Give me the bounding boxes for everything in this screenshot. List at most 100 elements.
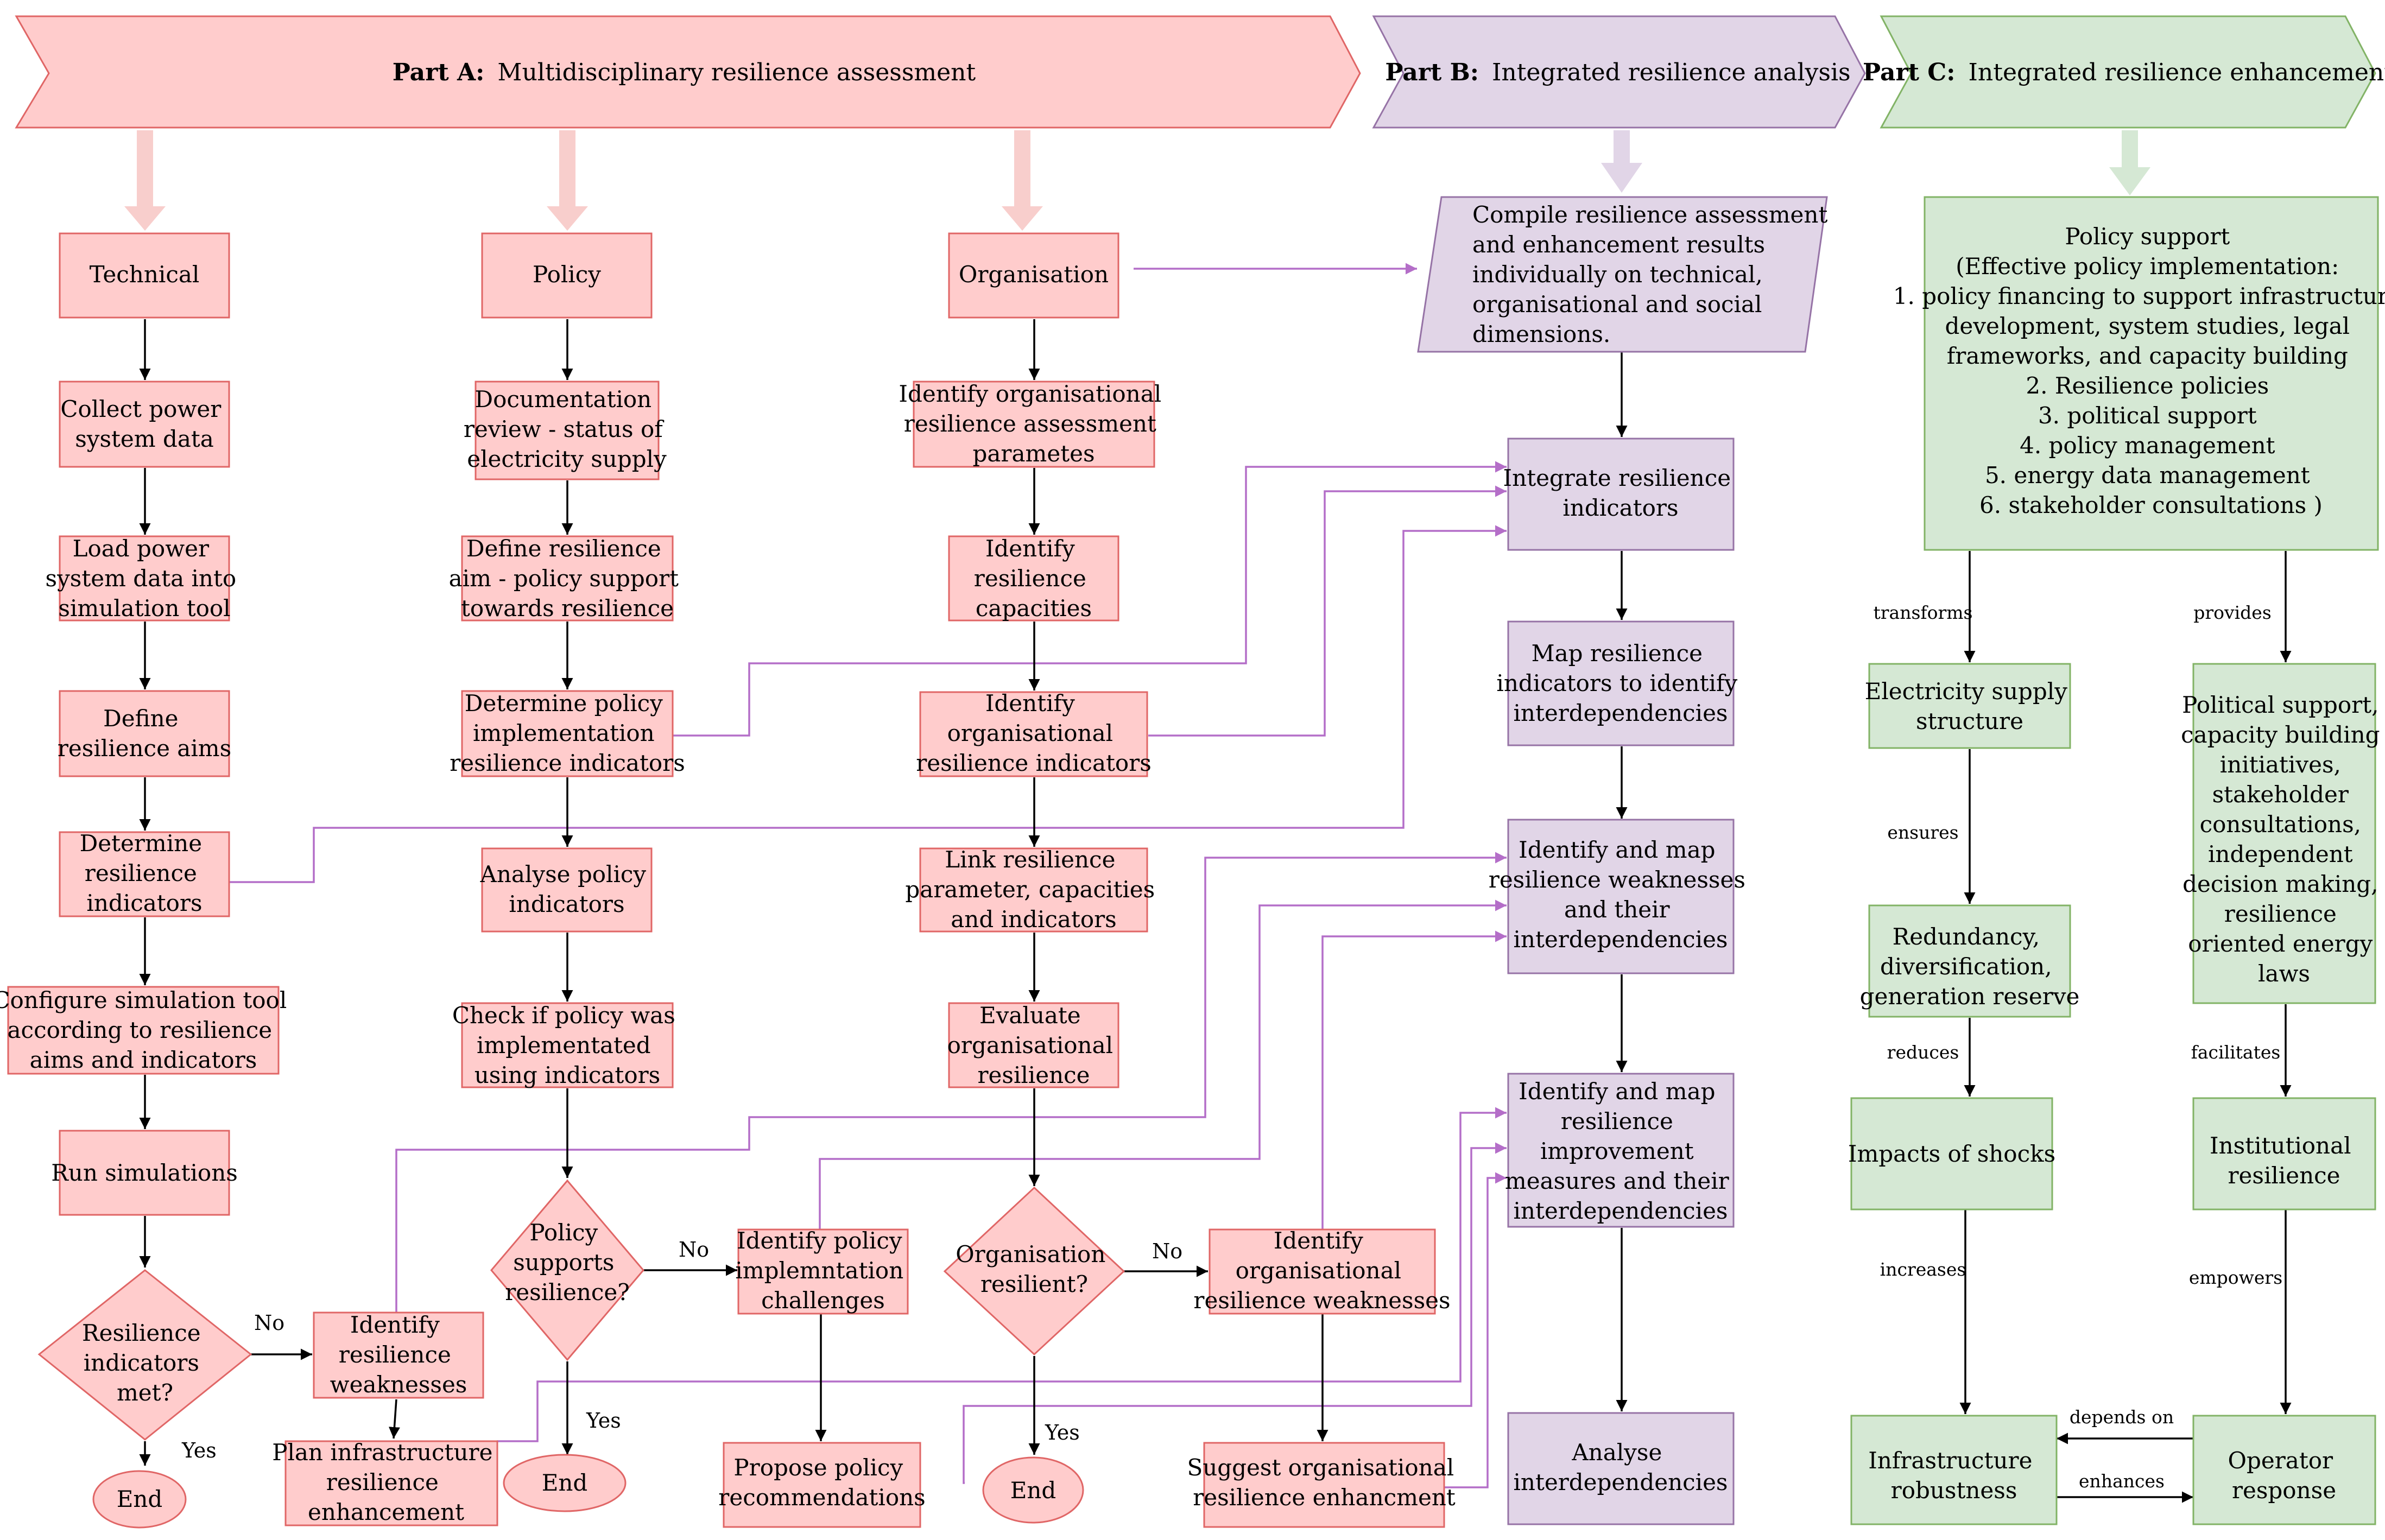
svg-text:Integrate resilience ind: Integrate resilience indicators bbox=[1503, 465, 1738, 521]
svg-text:Identify resilience: Identify resilience weaknesses bbox=[330, 1311, 467, 1398]
redundancy-node: Redundancy, diversification, generation … bbox=[1860, 904, 2080, 1018]
technical-flow-arrows bbox=[139, 319, 400, 1466]
electricity-supply-node: Electricity supply structure bbox=[1865, 663, 2075, 749]
svg-text:End: End bbox=[117, 1486, 163, 1512]
svg-text:Suggest organisational r: Suggest organisational resilience enhanc… bbox=[1187, 1454, 1461, 1511]
documentation-review-node: Documentation review - status of electri… bbox=[464, 381, 670, 480]
svg-text:Run simulations: Run simulations bbox=[51, 1159, 238, 1186]
svg-text:Determine policy impleme: Determine policy implementation resilien… bbox=[450, 690, 685, 776]
part-c-edge-labels: transforms provides ensures reduces faci… bbox=[1874, 602, 2283, 1492]
map-weaknesses-node: Identify and map resilience weaknesses a… bbox=[1489, 819, 1753, 974]
part-c-label: Part C: bbox=[1863, 59, 1956, 86]
policy-end: End bbox=[503, 1454, 627, 1512]
run-simulations-node: Run simulations bbox=[51, 1130, 238, 1216]
svg-text:Load power system data i: Load power system data into simulation t… bbox=[46, 535, 244, 622]
svg-text:Infrastructure robustnes: Infrastructure robustness bbox=[1868, 1447, 2040, 1504]
svg-text:Configure simulation tool: Configure simulation tool according to r… bbox=[0, 987, 294, 1073]
svg-text:Analyse policy indicator: Analyse policy indicators bbox=[480, 861, 654, 917]
analyse-policy-node: Analyse policy indicators bbox=[480, 847, 654, 933]
determine-indicators-node: Determine resilience indicators bbox=[59, 830, 230, 917]
check-policy-node: Check if policy was implementated using … bbox=[452, 1002, 682, 1088]
header-arrow-organisation bbox=[1002, 130, 1043, 231]
svg-text:Organisation: Organisation bbox=[959, 261, 1109, 288]
indicators-met-decision: Resilience indicators met? bbox=[37, 1269, 252, 1441]
svg-text:Analyse interdependencie: Analyse interdependencies bbox=[1514, 1439, 1728, 1495]
edge-label-provides: provides bbox=[2193, 602, 2272, 623]
purple-connectors bbox=[228, 263, 1507, 1488]
svg-text:Identify organisational: Identify organisational resilience indic… bbox=[916, 690, 1152, 776]
political-support-node: Political support, capacity building ini… bbox=[2181, 663, 2385, 1004]
impacts-of-shocks-node: Impacts of shocks bbox=[1848, 1097, 2055, 1211]
part-b-label: Part B: bbox=[1385, 59, 1479, 86]
svg-text:Technical: Technical bbox=[90, 261, 200, 288]
svg-text:Evaluate organisational: Evaluate organisational resilience bbox=[947, 1002, 1121, 1088]
edge-label-facilitates: facilitates bbox=[2191, 1042, 2281, 1063]
part-c-flow-arrows bbox=[1959, 551, 2292, 1503]
operator-response-node: Operator response bbox=[2192, 1415, 2376, 1525]
svg-text:Documentation review - s: Documentation review - status of electri… bbox=[464, 386, 670, 472]
svg-text:Part B: Integrated resil: Part B: Integrated resilience analysis bbox=[1385, 59, 1850, 86]
svg-text:Map resilience indicator: Map resilience indicators to identify in… bbox=[1496, 640, 1744, 726]
svg-text:Electricity supply struc: Electricity supply structure bbox=[1865, 678, 2075, 734]
svg-text:Propose policy recommend: Propose policy recommendations bbox=[718, 1454, 925, 1511]
svg-text:Plan infrastructure resi: Plan infrastructure resilience enhanceme… bbox=[272, 1439, 500, 1525]
svg-text:Operator response: Operator response bbox=[2228, 1447, 2340, 1504]
svg-text:Define resilience aim -: Define resilience aim - policy support t… bbox=[449, 535, 686, 622]
svg-text:Policy: Policy bbox=[533, 261, 601, 288]
part-a-label: Part A: bbox=[393, 59, 485, 86]
part-c-title: Integrated resilience enhancement bbox=[1969, 59, 2385, 86]
svg-text:Identify and map resilie: Identify and map resilience weaknesses a… bbox=[1489, 836, 1753, 953]
edge-label-empowers: empowers bbox=[2189, 1267, 2282, 1288]
svg-text:Part A: Multidisciplinar: Part A: Multidisciplinary resilience ass… bbox=[393, 59, 976, 86]
svg-text:Policy support (Effectiv: Policy support (Effective policy impleme… bbox=[1893, 223, 2385, 518]
org-evaluate-node: Evaluate organisational resilience bbox=[947, 1002, 1121, 1088]
svg-text:End: End bbox=[1010, 1477, 1057, 1504]
org-resilient-decision: Organisation resilient? bbox=[943, 1186, 1125, 1356]
org-weaknesses-node: Identify organisational resilience weakn… bbox=[1193, 1227, 1451, 1315]
edge-label-enhances: enhances bbox=[2079, 1471, 2165, 1492]
edge-label-reduces: reduces bbox=[1887, 1042, 1959, 1063]
institutional-resilience-node: Institutional resilience bbox=[2192, 1097, 2376, 1211]
org-yes-label: Yes bbox=[1045, 1421, 1080, 1444]
technical-yes-label: Yes bbox=[181, 1438, 217, 1462]
technical-title: Technical bbox=[90, 261, 200, 288]
edge-label-transforms: transforms bbox=[1874, 602, 1973, 623]
suggest-enhancement-node: Suggest organisational resilience enhanc… bbox=[1187, 1442, 1461, 1528]
org-no-label: No bbox=[1152, 1239, 1182, 1263]
svg-text:Identify resilience: Identify resilience capacities bbox=[974, 535, 1093, 622]
svg-text:Political support, capac: Political support, capacity building ini… bbox=[2181, 692, 2385, 987]
svg-text:Redundancy, diversificat: Redundancy, diversification, generation … bbox=[1860, 923, 2080, 1010]
svg-text:Link resilience paramete: Link resilience parameter, capacities an… bbox=[905, 846, 1162, 933]
policy-node: Policy bbox=[481, 232, 653, 319]
edge-label-ensures: ensures bbox=[1887, 822, 1958, 843]
define-policy-aim-node: Define resilience aim - policy support t… bbox=[449, 535, 686, 622]
analyse-interdependencies-node: Analyse interdependencies bbox=[1507, 1412, 1735, 1525]
svg-text:Define resilience aims: Define resilience aims bbox=[58, 705, 231, 762]
svg-text:End: End bbox=[542, 1469, 588, 1496]
policy-flow-arrows bbox=[561, 319, 827, 1455]
svg-text:Identify organisational: Identify organisational resilience asses… bbox=[899, 381, 1168, 467]
infrastructure-robustness-node: Infrastructure robustness bbox=[1850, 1415, 2058, 1525]
policy-title: Policy bbox=[533, 261, 601, 288]
organisation-flow-arrows bbox=[1028, 319, 1328, 1455]
part-b-title: Integrated resilience analysis bbox=[1492, 59, 1851, 86]
svg-text:Collect power system dat: Collect power system data bbox=[60, 396, 228, 452]
svg-text:Identify organisational: Identify organisational resilience weakn… bbox=[1193, 1227, 1450, 1314]
org-parameters-node: Identify organisational resilience asses… bbox=[899, 381, 1168, 468]
svg-text:Check if policy was impl: Check if policy was implementated using … bbox=[452, 1002, 682, 1088]
svg-text:Identify policy implemnt: Identify policy implemntation challenges bbox=[735, 1227, 910, 1314]
svg-text:Organisation resilient?: Organisation resilient? bbox=[956, 1241, 1113, 1297]
svg-text:Resilience indicators: Resilience indicators met? bbox=[82, 1320, 208, 1406]
svg-text:Impacts of shocks: Impacts of shocks bbox=[1848, 1140, 2055, 1167]
part-b-header: Part B: Integrated resilience analysis bbox=[1372, 15, 1866, 129]
svg-text:Compile resilience assessment: Compile resilience assessment and enhanc… bbox=[1472, 201, 1835, 347]
edge-label-depends-on: depends on bbox=[2070, 1406, 2174, 1428]
plan-infrastructure-node: Plan infrastructure resilience enhanceme… bbox=[272, 1439, 500, 1526]
map-improvements-node: Identify and map resilience improvement … bbox=[1505, 1073, 1736, 1228]
svg-text:Identify and map resilie: Identify and map resilience improvement … bbox=[1505, 1078, 1736, 1224]
map-indicators-node: Map resilience indicators to identify in… bbox=[1496, 620, 1744, 746]
org-end: End bbox=[982, 1456, 1084, 1524]
header-arrow-technical bbox=[124, 130, 166, 231]
part-c-header: Part C: Integrated resilience enhancemen… bbox=[1863, 15, 2385, 129]
